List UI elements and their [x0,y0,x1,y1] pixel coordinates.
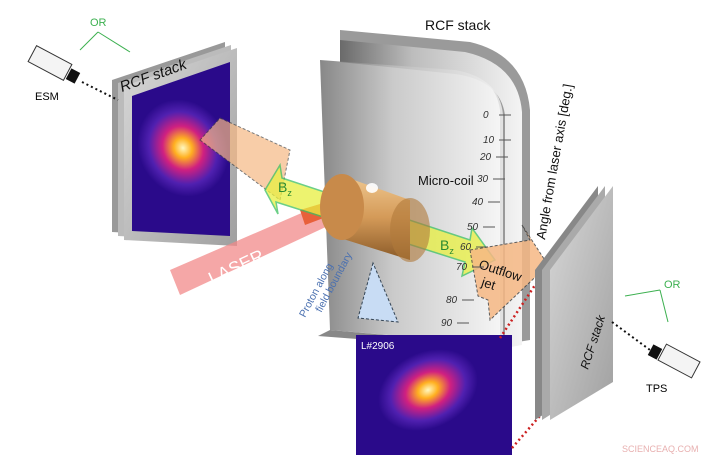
proton-cone [357,261,399,323]
rcf-stack-left [112,42,237,246]
tps-label: TPS [646,383,667,395]
tps-dotted-arrow [611,321,651,351]
tps-detector [647,343,701,379]
micro-coil-label: Micro-coil [418,173,474,188]
angle-axis-label: Angle from laser axis [deg.] [533,83,575,241]
proton-signal-left [137,99,229,197]
angle-tick-label: 70 [456,262,468,273]
angle-tick-label: 80 [446,295,458,306]
laser-beam [170,205,330,295]
angle-scale: 0 10 20 30 40 50 60 70 80 90 [441,110,511,329]
shot-id-label: L#2906 [361,341,395,352]
or-label-right: OR [664,279,681,291]
proton-beam-left [199,117,291,201]
rcf-stack-right [535,186,613,420]
bz-left-label: Bz [278,179,292,198]
bz-right-label: Bz [440,237,454,256]
red-dotted-line-top [498,269,547,339]
angle-tick-label: 90 [441,318,453,329]
angle-tick-label: 20 [479,152,492,163]
angle-tick-label: 10 [483,135,495,146]
outflow-jet-arrow [469,224,549,322]
rcf-image-inset [356,335,512,455]
rcf-stack-top-label: RCF stack [425,17,491,33]
esm-detector [27,44,119,101]
angle-tick-label: 0 [483,110,489,121]
or-label-left: OR [90,17,107,29]
angle-tick-label: 30 [477,174,489,185]
or-arrows-right [624,289,669,323]
micro-coil [320,174,430,262]
esm-label: ESM [35,91,59,103]
esm-dotted-arrow [81,81,119,101]
angle-tick-label: 50 [467,222,479,233]
angle-tick-label: 40 [472,197,484,208]
angle-tick-label: 60 [460,242,472,253]
or-arrows-left [79,31,131,53]
watermark: SCIENCEAQ.COM [622,444,699,454]
